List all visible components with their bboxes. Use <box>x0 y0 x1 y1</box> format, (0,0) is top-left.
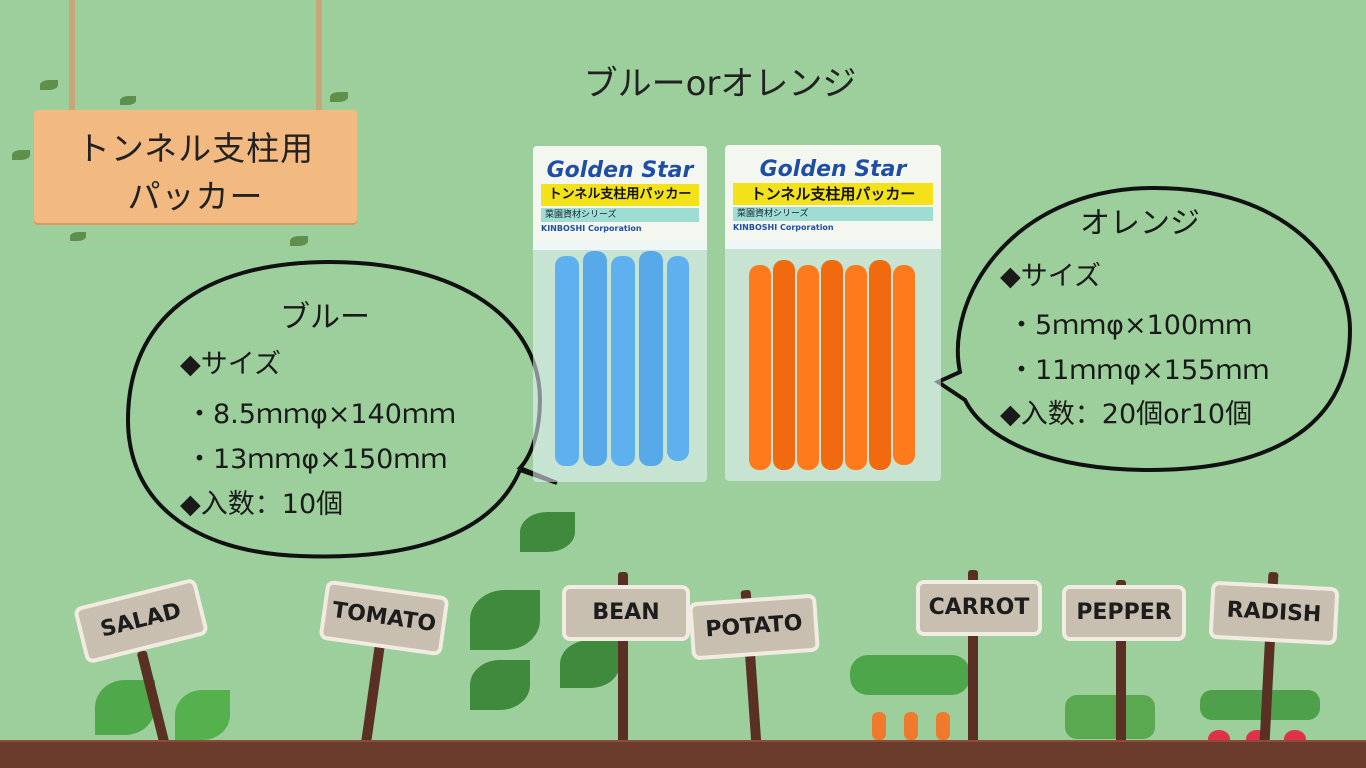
bean-plant-icon <box>470 660 530 710</box>
lettuce-plant-icon <box>175 690 230 740</box>
orange-speech-bubble <box>933 185 1353 473</box>
pack-corp: KINBOSHI Corporation <box>541 224 642 233</box>
orange-clip <box>893 265 915 465</box>
pack-logo: Golden Star <box>759 157 907 182</box>
vine-leaf-icon <box>12 150 30 160</box>
blue-product-pack: Golden Star トンネル支柱用パッカー 菜園資材シリーズ KINBOSH… <box>533 146 707 482</box>
carrot-icon <box>936 712 950 740</box>
blue-heading: ブルー <box>280 300 370 335</box>
orange-size-2: ・11ｍｍφ×155ｍｍ <box>1008 355 1270 386</box>
sign-line-2: パッカー <box>127 177 264 216</box>
orange-qty: ◆入数：20個or10個 <box>1000 399 1253 430</box>
sign-rope-left <box>69 0 75 112</box>
hanging-sign: トンネル支柱用 パッカー <box>34 110 357 223</box>
stake-post <box>618 572 628 744</box>
sign-rope-right <box>316 0 322 112</box>
blue-size-2: ・13ｍｍφ×150ｍｍ <box>186 444 448 475</box>
orange-heading: オレンジ <box>1080 206 1200 241</box>
bean-plant-icon <box>520 512 575 552</box>
orange-clip <box>797 265 819 470</box>
blue-clip <box>667 256 689 461</box>
stake-tag-potato: POTATO <box>688 593 820 661</box>
orange-clip <box>869 260 891 470</box>
soil-ground <box>0 742 1366 768</box>
pepper-plant-icon <box>1065 695 1155 739</box>
stake-tag-bean: BEAN <box>562 585 690 641</box>
pack-series: 菜園資材シリーズ <box>733 207 933 221</box>
vine-leaf-icon <box>330 92 348 102</box>
orange-clip <box>773 260 795 470</box>
blue-clip <box>639 251 663 466</box>
blue-clip <box>583 251 607 466</box>
orange-clip <box>749 265 771 470</box>
blue-speech-bubble <box>125 259 558 559</box>
stake-post <box>968 570 978 745</box>
stake-post <box>1116 580 1126 745</box>
carrot-greens-icon <box>850 655 970 695</box>
blue-size-1: ・8.5ｍｍφ×140ｍｍ <box>186 399 456 430</box>
stake-tag-pepper: PEPPER <box>1062 585 1186 641</box>
blue-clip <box>555 256 579 466</box>
orange-clip <box>845 265 867 470</box>
orange-size-1: ・5ｍｍφ×100ｍｍ <box>1008 310 1253 341</box>
vine-leaf-icon <box>70 232 86 241</box>
bean-plant-icon <box>470 590 540 650</box>
pack-band: トンネル支柱用パッカー <box>733 183 933 205</box>
stake-tag-carrot: CARROT <box>916 580 1042 636</box>
blue-clip <box>611 256 635 466</box>
orange-product-pack: Golden Star トンネル支柱用パッカー 菜園資材シリーズ KINBOSH… <box>725 145 941 481</box>
pack-series: 菜園資材シリーズ <box>541 208 699 222</box>
orange-size-label: ◆サイズ <box>1000 261 1101 292</box>
blue-size-label: ◆サイズ <box>180 349 281 380</box>
page-title: ブルーorオレンジ <box>583 64 857 104</box>
sign-line-1: トンネル支柱用 <box>76 129 315 168</box>
carrot-icon <box>872 712 886 740</box>
stake-tag-radish: RADISH <box>1208 580 1340 646</box>
vine-leaf-icon <box>290 236 308 246</box>
vine-leaf-icon <box>40 80 58 90</box>
vine-leaf-icon <box>120 96 136 105</box>
pack-logo: Golden Star <box>546 158 694 183</box>
carrot-icon <box>904 712 918 740</box>
orange-clip <box>821 260 843 470</box>
pack-band: トンネル支柱用パッカー <box>541 184 699 206</box>
pack-corp: KINBOSHI Corporation <box>733 223 834 232</box>
bean-plant-icon <box>560 640 620 688</box>
blue-qty: ◆入数：10個 <box>180 489 344 520</box>
